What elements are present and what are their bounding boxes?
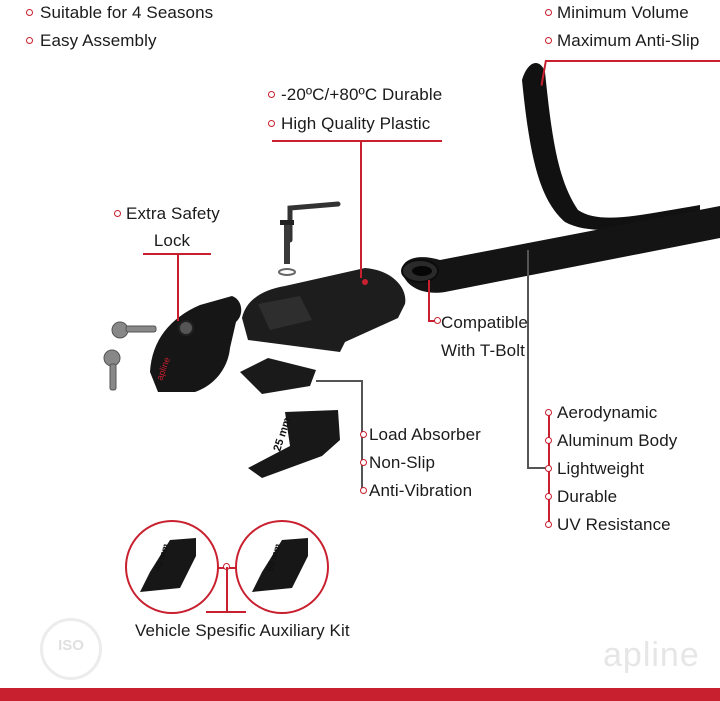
rubber-strip: [522, 62, 700, 231]
tbolt-label-line2: With T-Bolt: [441, 341, 525, 360]
bullet-dot: [268, 120, 275, 127]
bolt: [284, 222, 290, 264]
callout-line: [316, 380, 362, 382]
feature-lightweight: Lightweight: [557, 459, 645, 478]
callout-line: [527, 250, 529, 468]
bullet-dot: [545, 409, 552, 416]
iso-badge: ISO: [40, 618, 102, 680]
main-foot: [242, 268, 406, 352]
feature-temperature: -20ºC/+80ºC Durable: [281, 85, 443, 104]
callout-line: [226, 567, 228, 612]
aluminum-bar: [402, 206, 720, 293]
callout-line: [428, 280, 430, 320]
callout-line: [360, 140, 362, 278]
bullet-dot: [26, 37, 33, 44]
bullet-dot: [545, 493, 552, 500]
bullet-dot: [26, 9, 33, 16]
lock-cylinder: [178, 320, 194, 336]
feature-aerodynamic: Aerodynamic: [557, 403, 658, 422]
footer-bar: [0, 688, 720, 701]
bullet-dot: [268, 91, 275, 98]
rubber-pad: [240, 358, 316, 394]
callout-line: [177, 253, 179, 321]
feature-load-absorber: Load Absorber: [369, 425, 481, 444]
bullet-dot: [545, 437, 552, 444]
callout-line: [428, 320, 438, 322]
bullet-dot: [545, 9, 552, 16]
bullet-dot: [545, 465, 552, 472]
bullet-dot: [545, 37, 552, 44]
bullet-dot: [360, 487, 367, 494]
keys: [103, 321, 157, 391]
callout-line: [206, 611, 246, 613]
feature-durable: Durable: [557, 487, 618, 506]
feature-high-quality-plastic: High Quality Plastic: [281, 114, 431, 133]
bullet-dot: [545, 521, 552, 528]
pad-25mm: [248, 410, 340, 478]
bullet-dot: [114, 210, 121, 217]
bullet-dot: [360, 459, 367, 466]
kit-label: Vehicle Spesific Auxiliary Kit: [135, 621, 350, 640]
brand-watermark: apline: [603, 636, 700, 674]
callout-line: [527, 467, 549, 469]
feature-easy-assembly: Easy Assembly: [40, 31, 157, 50]
feature-maximum-anti-slip: Maximum Anti-Slip: [557, 31, 700, 50]
callout-line: [272, 140, 442, 142]
tbolt-label-line1: Compatible: [441, 313, 528, 332]
feature-uv-resistance: UV Resistance: [557, 515, 671, 534]
feature-anti-vibration: Anti-Vibration: [369, 481, 473, 500]
allen-key: [287, 201, 341, 243]
washer: [278, 268, 296, 276]
bullet-dot: [434, 317, 441, 324]
feature-aluminum-body: Aluminum Body: [557, 431, 678, 450]
feature-minimum-volume: Minimum Volume: [557, 3, 689, 22]
bullet-dot: [360, 431, 367, 438]
callout-line: [545, 60, 720, 62]
feature-four-seasons: Suitable for 4 Seasons: [40, 3, 214, 22]
lock-foot: [150, 296, 242, 392]
lock-label-line1: Extra Safety: [126, 204, 220, 223]
feature-non-slip: Non-Slip: [369, 453, 435, 472]
lock-label-line2: Lock: [153, 231, 191, 250]
